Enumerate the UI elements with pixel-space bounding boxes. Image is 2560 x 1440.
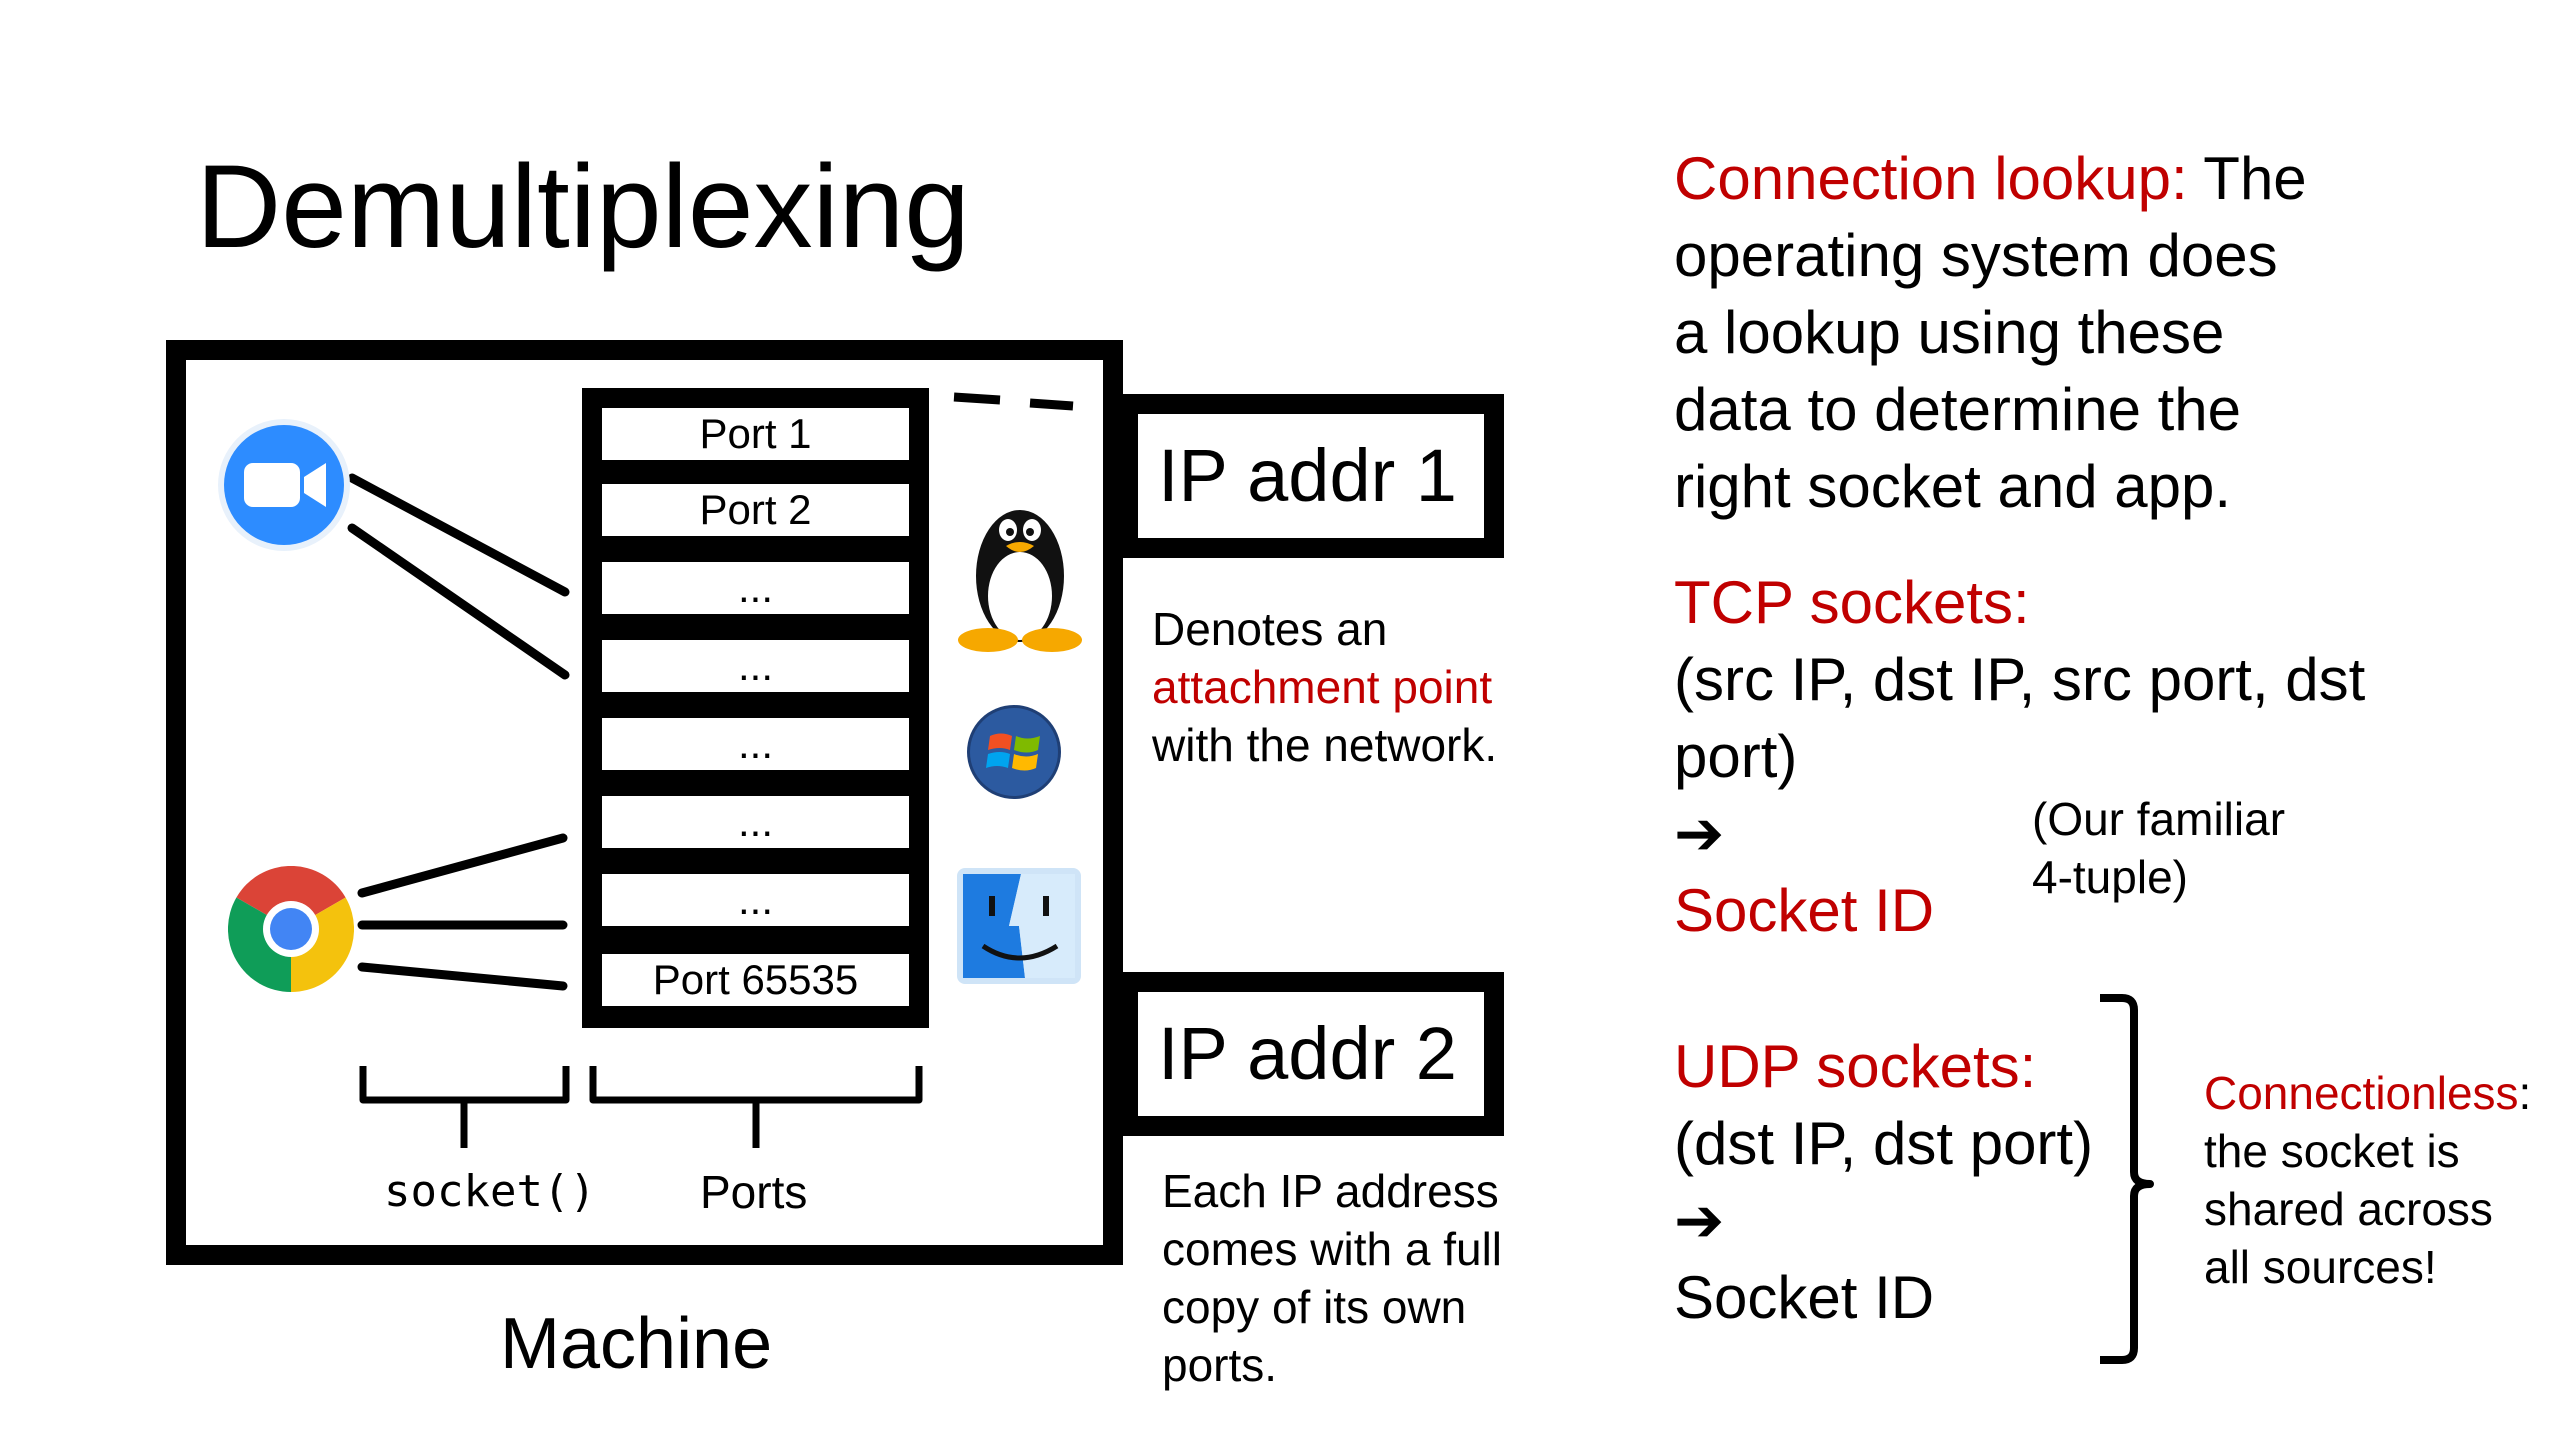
ports-label: Ports — [700, 1166, 808, 1218]
ip-addr-1-box: IP addr 1 — [1118, 394, 1504, 558]
port-ellipsis: ... — [602, 874, 909, 926]
windows-icon — [967, 705, 1061, 799]
socket-brace — [359, 1066, 570, 1148]
udp-arrow-icon: ➔ — [1674, 1187, 1725, 1254]
ip-addr-2-note: Each IP address comes with a full copy o… — [1162, 1165, 1503, 1391]
tcp-sockets-block: TCP sockets: (src IP, dst IP, src port, … — [1674, 564, 2365, 949]
ip-addr-2-box: IP addr 2 — [1118, 972, 1504, 1136]
dash-2 — [1029, 398, 1074, 411]
port-ellipsis: ... — [602, 562, 909, 614]
machine-label: Machine — [500, 1304, 773, 1384]
port-1: Port 1 — [602, 408, 909, 460]
connectionless-heading: Connectionless — [2204, 1067, 2519, 1119]
udp-brace — [2100, 994, 2154, 1364]
port-ellipsis: ... — [602, 718, 909, 770]
socket-label: socket() — [384, 1166, 596, 1217]
chrome-icon — [228, 866, 354, 992]
zoom-icon — [218, 419, 350, 551]
chrome-line-3 — [357, 962, 568, 991]
port-ellipsis: ... — [602, 640, 909, 692]
attachment-point-highlight: attachment point — [1152, 661, 1493, 713]
port-column: Port 1 Port 2 ... ... ... ... ... Port 6… — [582, 388, 929, 1028]
ip-addr-1-note: Denotes an attachment point with the net… — [1152, 603, 1498, 771]
udp-aside: Connectionless: the socket is shared acr… — [2204, 1067, 2532, 1293]
mac-finder-icon — [957, 868, 1081, 984]
tcp-aside: (Our familiar 4-tuple) — [2032, 793, 2286, 903]
connection-lookup-text: Connection lookup: The operating system … — [1674, 145, 2307, 520]
ports-brace — [589, 1066, 923, 1148]
udp-socket-id: Socket ID — [1674, 1264, 1935, 1331]
port-ellipsis: ... — [602, 796, 909, 848]
port-2: Port 2 — [602, 484, 909, 536]
udp-tuple: (dst IP, dst port) — [1674, 1110, 2094, 1177]
slide-title: Demultiplexing — [196, 141, 970, 273]
tcp-tuple: (src IP, dst IP, src port, dst — [1674, 646, 2366, 713]
udp-sockets-block: UDP sockets: (dst IP, dst port) ➔ Socket… — [1674, 1028, 2093, 1336]
linux-tux-icon — [958, 510, 1082, 652]
zoom-line-1 — [347, 473, 570, 597]
port-65535: Port 65535 — [602, 954, 909, 1006]
zoom-line-2 — [347, 523, 570, 680]
tcp-socket-id: Socket ID — [1674, 877, 1935, 944]
udp-heading: UDP sockets: — [1674, 1033, 2037, 1100]
connection-lookup-heading: Connection lookup: — [1674, 145, 2188, 212]
chrome-line-1 — [357, 833, 568, 898]
dash-1 — [953, 392, 1001, 405]
tcp-arrow-icon: ➔ — [1674, 800, 1725, 867]
tcp-heading: TCP sockets: — [1674, 569, 2030, 636]
